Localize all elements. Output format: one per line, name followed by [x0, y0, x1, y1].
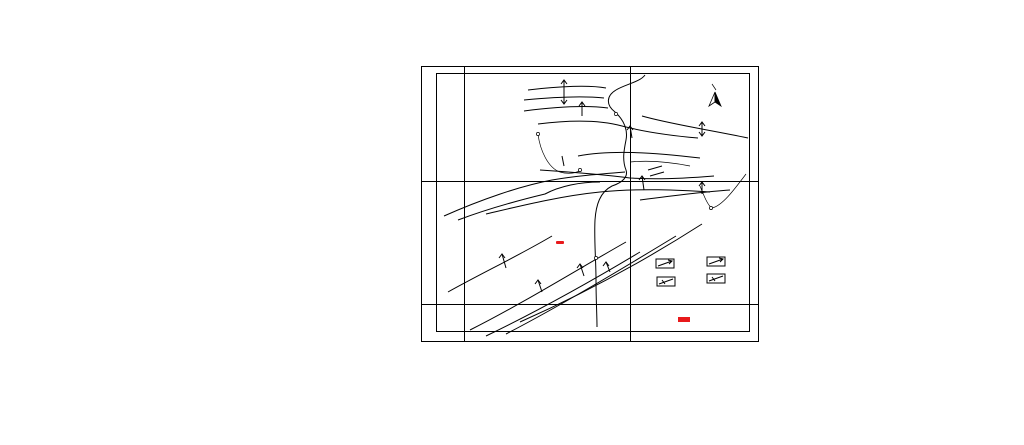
fold-axis-symbol	[576, 263, 585, 277]
north-arrow-icon	[708, 83, 722, 108]
fold-trace-8	[539, 169, 715, 180]
fold-axis-symbol	[698, 181, 706, 194]
fold-axis-symbol	[698, 121, 706, 137]
fold-trace-3	[523, 106, 609, 112]
fold-axis-symbol	[561, 155, 565, 167]
fault-trace-3	[485, 251, 641, 337]
fold-axis-symbol	[602, 261, 611, 273]
sample-point	[614, 112, 618, 116]
fold-axis-symbol	[560, 79, 568, 105]
fold-trace-10	[457, 181, 601, 221]
fold-trace-11	[485, 189, 711, 215]
fold-trace-1	[527, 85, 607, 91]
fold-axis-symbol	[638, 175, 646, 191]
map-legend	[655, 256, 726, 322]
river-line	[594, 74, 646, 328]
fold-trace-5	[641, 115, 749, 139]
structure-traces	[443, 85, 749, 337]
map-frame	[421, 66, 759, 342]
fold-axis-symbol	[578, 101, 586, 116]
fold-trace-2	[523, 96, 605, 101]
sample-point	[709, 206, 713, 210]
fault-trace-1	[447, 235, 553, 293]
fold-trace-9	[443, 171, 626, 217]
fold-trace-7	[629, 160, 691, 167]
fault-trace-4	[505, 235, 677, 335]
fold-trace-4	[537, 120, 699, 139]
anticline-symbol-icon	[655, 258, 675, 269]
fold-axis-symbol	[534, 279, 543, 293]
legend-highlight-swatch	[678, 317, 690, 322]
sample-point	[536, 132, 540, 136]
fold-axis-symbol	[626, 125, 634, 139]
syncline-symbol-icon	[706, 256, 726, 267]
thrust-symbol-icon	[706, 273, 726, 284]
structure-symbols	[498, 79, 706, 293]
fold-trace-12	[639, 189, 731, 201]
contour-line-1	[537, 133, 583, 174]
sample-point	[578, 168, 582, 172]
fault-symbol-icon	[656, 276, 676, 287]
sample-point	[594, 256, 598, 260]
sample-points	[536, 112, 713, 260]
fold-axis-symbol	[498, 253, 507, 269]
fault-trace-5	[519, 223, 703, 323]
fault-trace-2	[469, 241, 627, 331]
fold-axis-symbol	[647, 165, 665, 177]
highlighted-site-marker	[556, 241, 564, 244]
fold-trace-6	[577, 151, 701, 159]
